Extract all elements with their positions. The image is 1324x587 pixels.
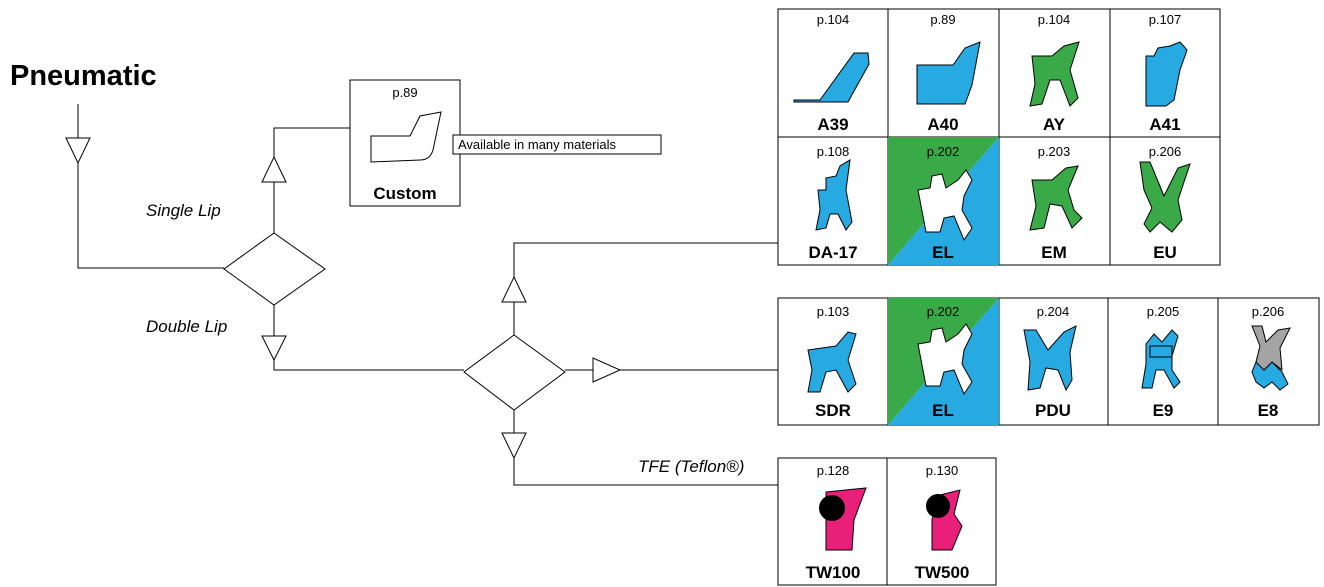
page-title: Pneumatic	[10, 60, 157, 92]
page-ref: p.205	[1147, 304, 1180, 319]
seal-card-ay[interactable]: p.104 AY	[1029, 12, 1080, 134]
seal-name: A41	[1149, 115, 1180, 134]
seal-a41-icon	[1145, 41, 1188, 107]
seal-card-tw100[interactable]: p.128 TW100	[806, 463, 867, 582]
seal-card-sdr[interactable]: p.103 SDR	[807, 304, 857, 420]
seal-card-e9[interactable]: p.205 E9	[1141, 304, 1181, 420]
page-ref: p.89	[930, 12, 955, 27]
seal-card-e8[interactable]: p.206 E8	[1251, 304, 1291, 420]
page-ref: p.130	[926, 463, 959, 478]
page-ref: p.202	[927, 144, 960, 159]
oring-icon	[819, 495, 845, 521]
seal-eu-icon	[1139, 161, 1191, 233]
seal-e9-icon	[1141, 329, 1181, 389]
seal-el-icon	[917, 323, 973, 396]
seal-card-a39[interactable]: p.104 A39	[793, 12, 870, 134]
seal-name: EL	[932, 243, 954, 262]
seal-custom-icon	[370, 111, 442, 163]
seal-a40-icon	[916, 41, 981, 105]
seal-name: TW100	[806, 563, 861, 582]
flow-arrows	[65, 137, 622, 460]
seal-card-el-1[interactable]: p.202 EL	[888, 137, 999, 265]
arrow-up-icon	[261, 155, 287, 183]
seal-name: PDU	[1035, 401, 1071, 420]
note-text: Available in many materials	[458, 137, 616, 152]
seal-el-icon	[917, 169, 973, 242]
seal-name: A40	[927, 115, 958, 134]
seal-name: EU	[1153, 243, 1177, 262]
page-ref: p.104	[1038, 12, 1071, 27]
seal-ay-icon	[1029, 41, 1080, 107]
page-ref: p.206	[1149, 144, 1182, 159]
page-ref: p.202	[927, 304, 960, 319]
oring-icon	[926, 494, 950, 518]
seal-card-eu[interactable]: p.206 EU	[1139, 144, 1191, 262]
seal-name: EL	[932, 401, 954, 420]
seal-name: AY	[1043, 115, 1066, 134]
arrow-right-icon	[592, 357, 622, 383]
arrow-down-icon	[65, 137, 91, 165]
seal-card-a41[interactable]: p.107 A41	[1145, 12, 1188, 134]
seal-card-pdu[interactable]: p.204 PDU	[1023, 304, 1077, 420]
seal-e8-icon	[1251, 325, 1291, 372]
seal-e8-lower-icon	[1251, 361, 1289, 391]
seal-card-em[interactable]: p.203 EM	[1029, 144, 1083, 262]
decision-diamond-material	[463, 334, 566, 411]
seal-name: E9	[1153, 401, 1174, 420]
custom-seal-card[interactable]: p.89 Custom	[349, 79, 461, 207]
seal-name: EM	[1041, 243, 1067, 262]
page-ref: p.107	[1149, 12, 1182, 27]
seal-grid-single-lip: p.104 A39 p.89 A40 p.104 AY p.107 A41 p.…	[777, 8, 1221, 266]
seal-grid-double-lip: p.103 SDR p.202 EL p.204 PDU p.205 E9 p.…	[777, 297, 1320, 426]
seal-name: DA-17	[808, 243, 857, 262]
seal-card-tw500[interactable]: p.130 TW500	[915, 463, 970, 582]
page-ref: p.204	[1037, 304, 1070, 319]
e9-insert-icon	[1149, 345, 1173, 358]
seal-card-da17[interactable]: p.108 DA-17	[808, 144, 857, 262]
branch-label-single-lip: Single Lip	[146, 201, 221, 220]
branch-label-tfe: TFE (Teflon®)	[638, 457, 744, 476]
seal-name: A39	[817, 115, 848, 134]
page-ref: p.203	[1038, 144, 1071, 159]
seal-card-el-2[interactable]: p.202 EL	[888, 298, 999, 425]
seal-name: E8	[1258, 401, 1279, 420]
page-ref: p.128	[817, 463, 850, 478]
arrow-up-icon	[501, 275, 527, 303]
seal-em-icon	[1029, 165, 1083, 231]
seal-name: TW500	[915, 563, 970, 582]
page-ref: p.103	[817, 304, 850, 319]
seal-da17-icon	[815, 159, 853, 231]
seal-a39-icon	[793, 52, 870, 103]
page-ref: p.104	[817, 12, 850, 27]
custom-material-note: Available in many materials	[452, 134, 662, 155]
page-ref: p.89	[392, 85, 417, 100]
seal-grid-tfe: p.128 TW100 p.130 TW500	[777, 457, 997, 586]
arrow-down-icon	[501, 432, 527, 460]
page-ref: p.108	[817, 144, 850, 159]
seal-name: Custom	[373, 184, 436, 203]
page-ref: p.206	[1252, 304, 1285, 319]
branch-label-double-lip: Double Lip	[146, 317, 227, 336]
decision-diamond-lip-type	[223, 232, 326, 306]
seal-sdr-icon	[807, 331, 857, 393]
arrow-down-icon	[261, 335, 287, 362]
seal-name: SDR	[815, 401, 851, 420]
seal-pdu-icon	[1023, 325, 1077, 392]
seal-card-a40[interactable]: p.89 A40	[916, 12, 981, 134]
